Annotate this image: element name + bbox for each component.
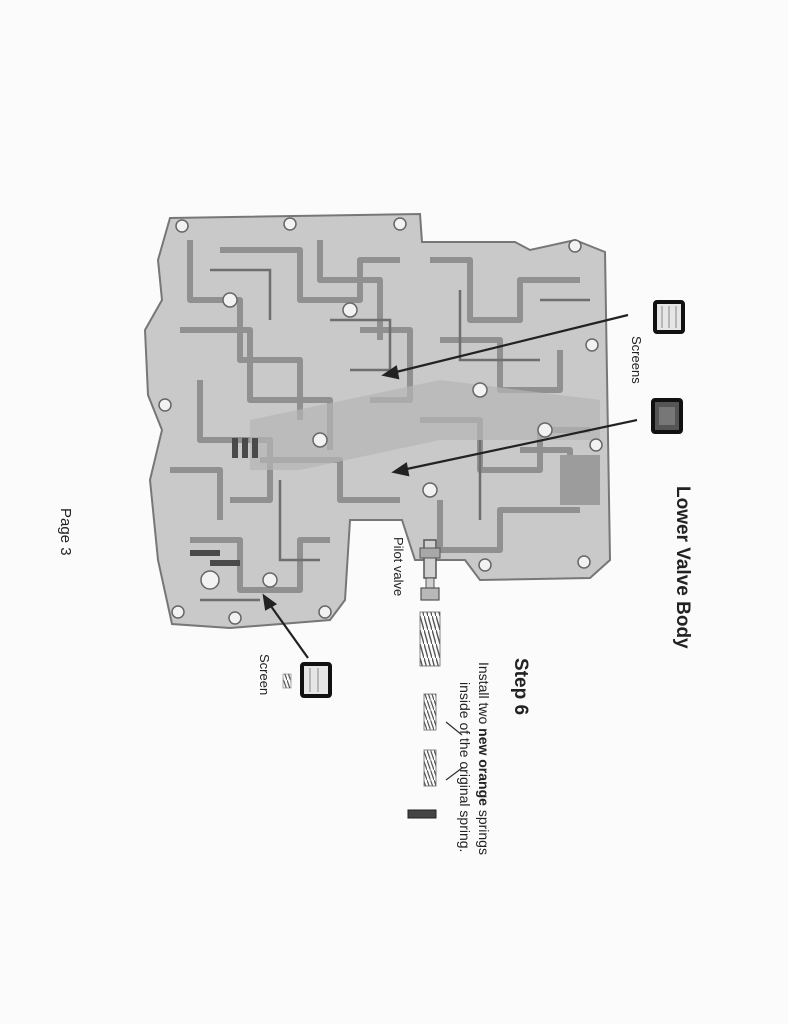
filter-screen-icon <box>651 398 683 434</box>
step-heading: Step 6 <box>510 658 531 716</box>
instruction-line-1: Install two new orange springs <box>476 662 492 855</box>
spring-icon <box>419 611 441 667</box>
end-plug-icon <box>407 809 437 819</box>
pilot-valve-label: Pilot valve <box>391 537 406 597</box>
filter-screen-icon <box>653 300 685 334</box>
instruction-line-2: inside of the original spring. <box>457 682 473 853</box>
small-spring-icon <box>282 673 292 689</box>
spring-icon <box>423 693 437 731</box>
pilot-valve-icon <box>419 539 441 601</box>
page-number: Page 3 <box>57 508 74 556</box>
filter-screen-icon <box>300 662 332 698</box>
page-title: Lower Valve Body <box>672 486 693 649</box>
valve-body-photo <box>143 212 612 630</box>
leader-lines <box>262 313 638 659</box>
step-instructions: Install two new orange springs inside of… <box>455 662 493 855</box>
screen-label: Screen <box>257 654 272 696</box>
spring-icon <box>423 749 437 787</box>
screens-label: Screens <box>629 336 644 384</box>
spring-pointers <box>445 721 463 781</box>
